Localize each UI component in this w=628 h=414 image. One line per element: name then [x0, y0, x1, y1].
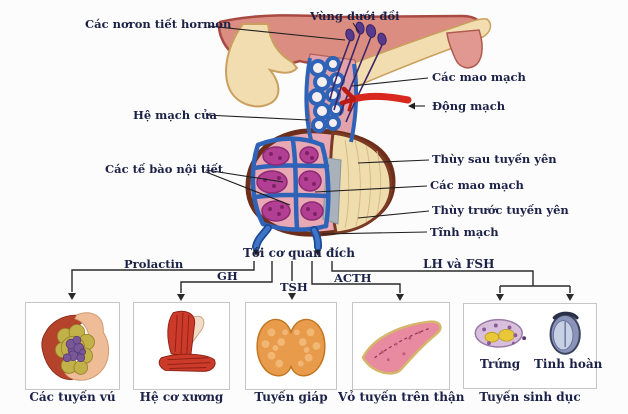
artery-pointer-arrow — [408, 102, 415, 110]
label-acth: ACTH — [334, 271, 372, 285]
organ-box-adrenal — [352, 302, 450, 390]
caption-musculoskeletal: Hệ cơ xương — [139, 390, 224, 404]
label-tsh: TSH — [278, 280, 310, 294]
leader-lines — [205, 22, 430, 235]
anterior-vessel-mesh — [250, 136, 331, 232]
label-portal-system: Hệ mạch cửa — [133, 108, 217, 122]
label-lh-fsh: LH và FSH — [423, 257, 495, 271]
label-gh: GH — [217, 269, 238, 283]
organ-box-gonads: Trứng Tinh hoàn — [463, 303, 603, 389]
label-hypothalamus: Vùng dưới đồi — [310, 9, 400, 23]
label-prolactin: Prolactin — [124, 257, 184, 271]
mammary-gland-image — [41, 312, 110, 381]
caption-thyroid: Tuyến giáp — [254, 390, 328, 404]
label-capillaries-upper: Các mao mạch — [432, 70, 526, 84]
label-posterior-lobe: Thùy sau tuyến yên — [432, 152, 557, 166]
label-vein: Tĩnh mạch — [430, 225, 499, 239]
hormone-arrowheads — [68, 293, 574, 301]
label-artery: Động mạch — [432, 99, 506, 113]
label-secretory-neurons: Các nơron tiết hormon — [85, 17, 232, 31]
hormone-connectors — [71, 261, 571, 293]
label-testis: Tinh hoàn — [534, 357, 603, 371]
label-endocrine-cells: Các tế bào nội tiết — [105, 162, 224, 176]
pituitary-gland — [245, 128, 396, 256]
vein-vessels — [252, 224, 322, 256]
muscle-arm-image — [158, 310, 216, 372]
organ-box-thyroid — [245, 302, 337, 390]
gonads-image — [474, 311, 581, 355]
adrenal-cortex-image — [361, 320, 442, 375]
testis-image — [549, 311, 581, 355]
organ-box-musculoskeletal — [133, 302, 230, 390]
ovary-image — [474, 318, 527, 348]
caption-adrenal-cortex: Vỏ tuyến trên thận — [338, 390, 465, 404]
label-anterior-lobe: Thùy trước tuyến yên — [432, 203, 569, 217]
hypothalamus-tissue — [218, 14, 492, 108]
artery-shape — [339, 86, 412, 112]
caption-mammary: Các tuyến vú — [29, 390, 116, 404]
label-capillaries-lower: Các mao mạch — [430, 178, 524, 192]
caption-gonads: Tuyến sinh dục — [479, 390, 581, 404]
organ-box-mammary — [25, 302, 120, 390]
label-target-organs: Tới cơ quan đích — [243, 246, 355, 260]
label-ovum: Trứng — [479, 357, 521, 371]
thyroid-image — [256, 318, 326, 377]
